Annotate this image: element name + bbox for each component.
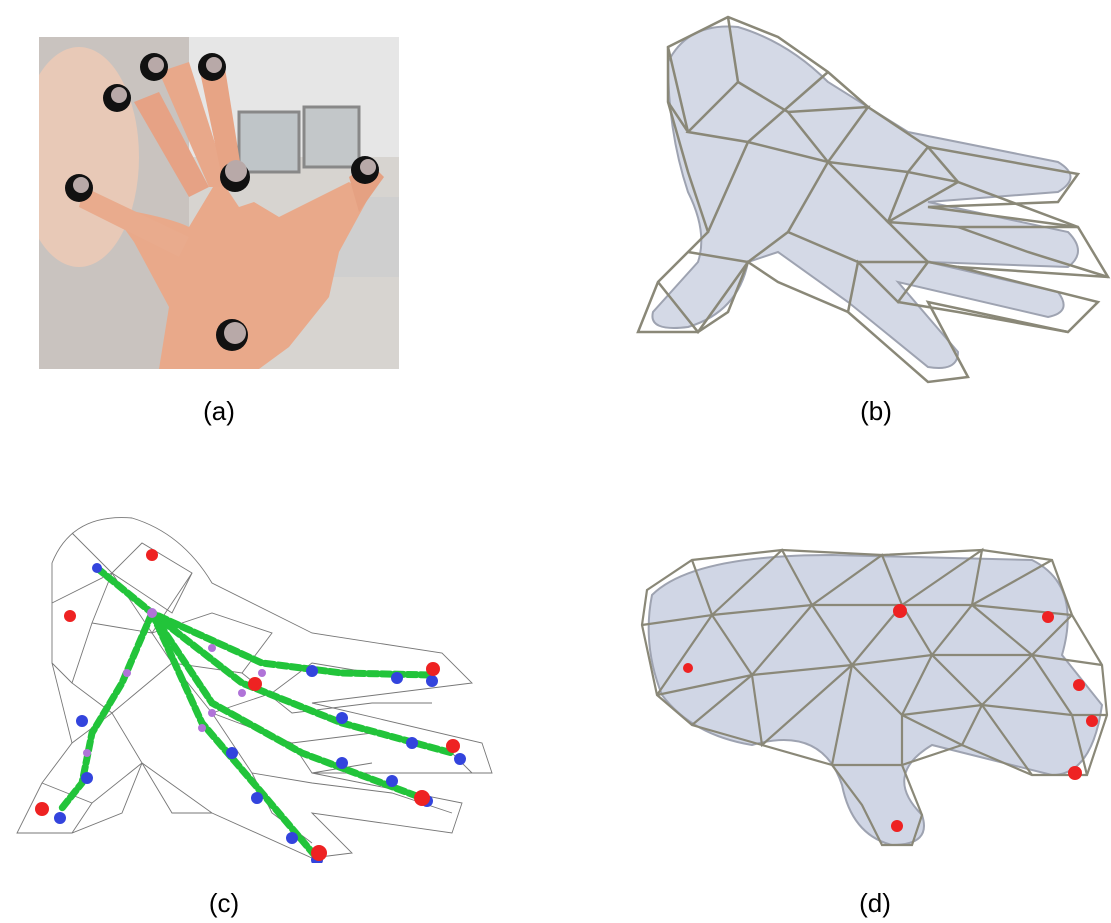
caption-d: (d) — [859, 888, 891, 918]
caption-b: (b) — [860, 396, 892, 426]
cage-mesh-illustration — [636, 15, 1111, 384]
panel-b-cage-mesh — [628, 12, 1111, 394]
panel-a-photo — [39, 37, 399, 369]
caption-c: (c) — [208, 888, 240, 918]
caption-a: (a) — [203, 396, 235, 426]
panel-d-deformed-mesh — [632, 545, 1111, 855]
skeleton-mesh-illustration — [16, 517, 493, 863]
panel-c-skeleton-mesh — [12, 513, 502, 863]
deformed-mesh-illustration — [640, 547, 1109, 847]
hand-photo-illustration — [39, 37, 399, 369]
